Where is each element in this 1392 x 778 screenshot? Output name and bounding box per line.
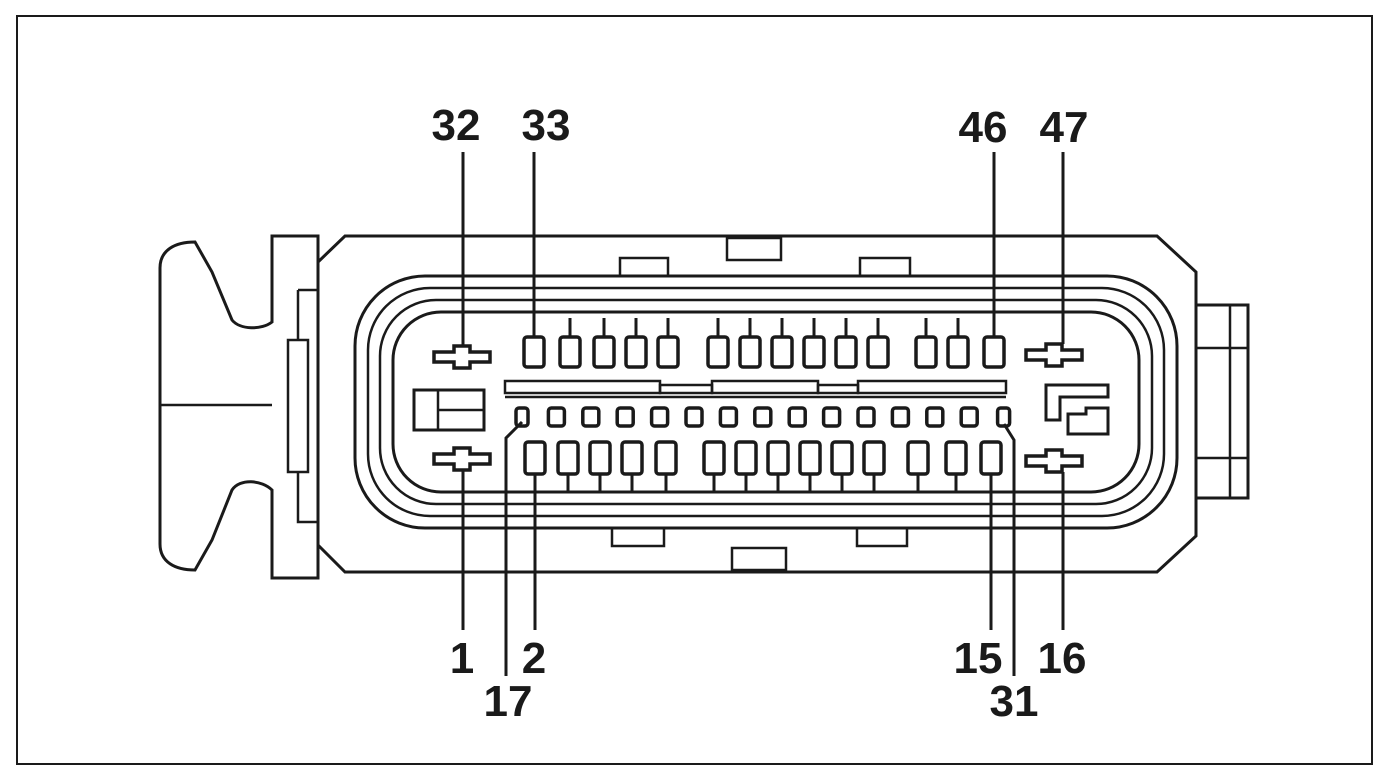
middle-pin <box>959 406 979 428</box>
label-pin-33: 33 <box>522 101 571 150</box>
top-pin <box>866 318 890 369</box>
center-divider <box>503 379 1008 399</box>
top-pin <box>770 318 794 369</box>
middle-pin <box>925 406 945 428</box>
top-pin <box>946 318 970 369</box>
right-tab <box>1194 303 1250 500</box>
label-pin-31: 31 <box>990 677 1039 726</box>
middle-pin <box>514 406 530 428</box>
top-pin-row <box>522 318 1006 369</box>
label-pin-1: 1 <box>450 634 474 683</box>
label-pin-16: 16 <box>1038 634 1087 683</box>
bottom-pin <box>620 440 644 492</box>
label-pin-32: 32 <box>432 101 481 150</box>
middle-pin <box>649 406 670 428</box>
key-right <box>1044 383 1110 436</box>
middle-pin <box>787 406 807 428</box>
middle-pin <box>546 406 567 428</box>
leader-lines <box>461 152 1065 676</box>
top-pin <box>834 318 858 369</box>
middle-pin <box>615 406 635 428</box>
middle-pin <box>718 406 739 428</box>
bottom-pin <box>944 440 968 492</box>
top-pin <box>738 318 762 369</box>
top-pin <box>656 318 680 369</box>
bottom-pin <box>556 440 580 492</box>
top-pin <box>706 318 730 369</box>
top-pin <box>558 318 582 369</box>
middle-pin-row <box>514 406 1012 428</box>
bottom-pin <box>830 440 854 492</box>
middle-pin <box>856 406 876 428</box>
connector-housing <box>316 234 1198 574</box>
bottom-pin <box>862 440 886 492</box>
bottom-pin <box>588 440 612 492</box>
middle-pin <box>684 406 704 428</box>
middle-pin <box>821 406 842 428</box>
bottom-pin-row <box>523 440 1003 492</box>
label-pin-15: 15 <box>954 634 1003 683</box>
bottom-pin <box>734 440 758 492</box>
bottom-pin <box>654 440 678 492</box>
top-pin <box>802 318 826 369</box>
locking-latch <box>158 234 320 580</box>
bottom-pin <box>766 440 790 492</box>
key-left <box>412 388 486 432</box>
bottom-pin <box>798 440 822 492</box>
top-pin <box>914 318 938 369</box>
top-pin <box>592 318 616 369</box>
middle-pin <box>890 406 911 428</box>
bottom-pin <box>906 440 930 492</box>
middle-pin <box>581 406 601 428</box>
label-pin-47: 47 <box>1040 103 1089 152</box>
middle-pin <box>753 406 773 428</box>
seal-outlines <box>353 274 1179 530</box>
diagram-frame <box>16 15 1373 765</box>
middle-pin <box>995 406 1012 428</box>
label-pin-46: 46 <box>959 103 1008 152</box>
label-pin-2: 2 <box>522 634 546 683</box>
bottom-pin <box>702 440 726 492</box>
label-pin-17: 17 <box>484 677 533 726</box>
top-pin <box>624 318 648 369</box>
